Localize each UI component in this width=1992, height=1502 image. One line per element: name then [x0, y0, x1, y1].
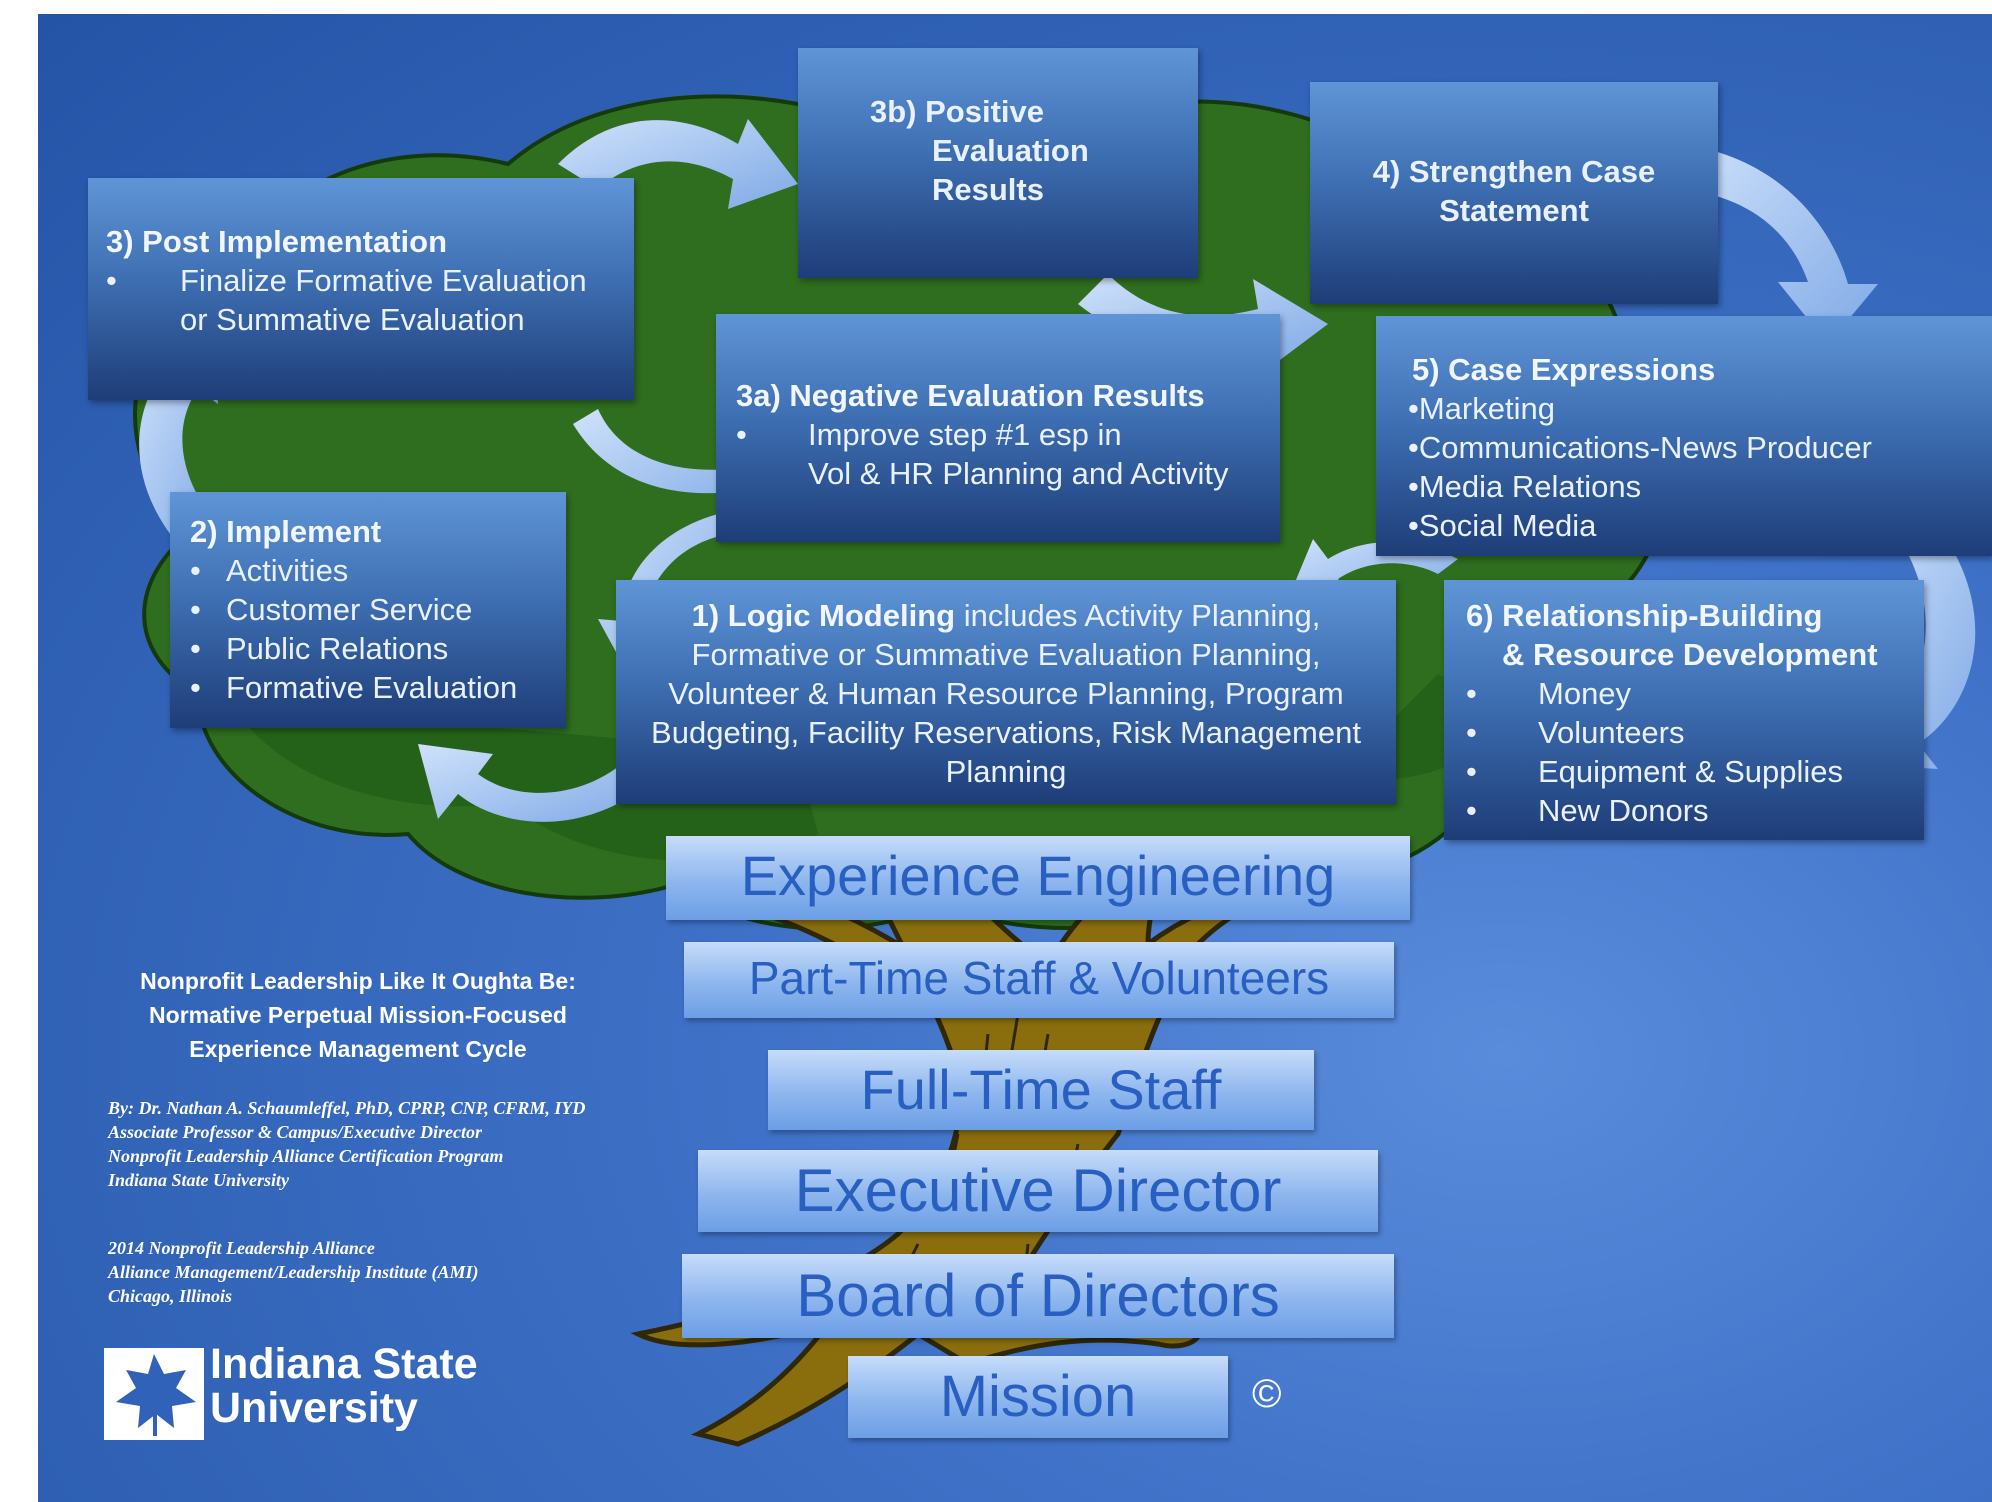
step-3a-title: 3a) Negative Evaluation Results: [736, 378, 1205, 413]
logo-line-2: University: [210, 1384, 418, 1432]
step-3-item-2: or Summative Evaluation: [180, 302, 525, 337]
diagram-title-line-3: Experience Management Cycle: [189, 1036, 527, 1062]
step-4-line-2: Statement: [1439, 193, 1589, 228]
step-6-item-2: Volunteers: [1538, 715, 1685, 750]
author-line-1: By: Dr. Nathan A. Schaumleffel, PhD, CPR…: [108, 1098, 586, 1118]
diagram-title-line-1: Nonprofit Leadership Like It Oughta Be:: [140, 968, 576, 994]
bullet: •: [190, 631, 201, 666]
event-line-3: Chicago, Illinois: [108, 1286, 233, 1306]
bullet: •: [1466, 754, 1477, 789]
event-credits: 2014 Nonprofit Leadership Alliance Allia…: [108, 1236, 479, 1308]
step-1-text: includes Activity Planning, Formative or…: [651, 598, 1361, 789]
logo-text: Indiana State University: [210, 1342, 478, 1430]
step-3-post-implementation: 3) Post Implementation • Finalize Format…: [88, 178, 634, 400]
step-6-relationship-building: 6) Relationship-Building & Resource Deve…: [1444, 580, 1924, 840]
bar-mission: Mission: [848, 1356, 1228, 1438]
step-5-item-3: •Media Relations: [1408, 469, 1642, 504]
step-2-item-4: Formative Evaluation: [226, 670, 518, 705]
bullet: •: [190, 592, 201, 627]
bar-full-time-staff: Full-Time Staff: [768, 1050, 1314, 1130]
step-5-item-1: •Marketing: [1408, 391, 1555, 426]
step-2-item-2: Customer Service: [226, 592, 473, 627]
step-6-title-2: & Resource Development: [1502, 637, 1878, 672]
bar-part-time-staff: Part-Time Staff & Volunteers: [684, 942, 1394, 1018]
arrow-3-to-3b: [558, 119, 798, 209]
bar-experience-engineering: Experience Engineering: [666, 836, 1410, 920]
step-5-item-2: •Communications-News Producer: [1408, 430, 1872, 465]
author-line-4: Indiana State University: [108, 1170, 290, 1190]
step-3-item-1: Finalize Formative Evaluation: [180, 263, 587, 298]
bullet: •: [190, 670, 201, 705]
step-3a-negative-results: 3a) Negative Evaluation Results • Improv…: [716, 314, 1280, 542]
step-2-title: 2) Implement: [190, 514, 382, 549]
logo-line-1: Indiana State: [210, 1340, 478, 1388]
step-3-title: 3) Post Implementation: [106, 224, 448, 259]
bullet: •: [1466, 715, 1477, 750]
author-line-3: Nonprofit Leadership Alliance Certificat…: [108, 1146, 504, 1166]
step-6-item-3: Equipment & Supplies: [1538, 754, 1844, 789]
step-1-title: 1) Logic Modeling: [691, 598, 956, 633]
bullet: •: [1466, 793, 1477, 828]
step-4-line-1: 4) Strengthen Case: [1372, 154, 1656, 189]
step-1-logic-modeling: 1) Logic Modeling includes Activity Plan…: [616, 580, 1396, 804]
author-credits: By: Dr. Nathan A. Schaumleffel, PhD, CPR…: [108, 1096, 585, 1192]
step-2-item-3: Public Relations: [226, 631, 449, 666]
copyright-mark: ©: [1252, 1372, 1282, 1416]
step-3b-line-2: Evaluation: [932, 133, 1089, 168]
event-line-2: Alliance Management/Leadership Institute…: [108, 1262, 479, 1282]
step-3b-line-3: Results: [932, 172, 1044, 207]
arrow-4-to-5: [1678, 144, 1878, 344]
step-5-title: 5) Case Expressions: [1412, 352, 1716, 387]
step-5-item-4: •Social Media: [1408, 508, 1597, 543]
step-4-strengthen-case: 4) Strengthen Case Statement: [1310, 82, 1718, 304]
step-3b-line-1: 3b) Positive: [870, 94, 1044, 129]
bullet: •: [1466, 676, 1477, 711]
step-2-item-1: Activities: [226, 553, 349, 588]
step-3a-item-2: Vol & HR Planning and Activity: [808, 456, 1229, 491]
step-6-item-4: New Donors: [1538, 793, 1709, 828]
step-3b-positive-results: 3b) Positive Evaluation Results: [798, 48, 1198, 278]
bullet: •: [736, 417, 747, 452]
diagram-title: Nonprofit Leadership Like It Oughta Be: …: [88, 964, 628, 1066]
bar-board-of-directors: Board of Directors: [682, 1254, 1394, 1338]
bullet: •: [190, 553, 201, 588]
step-6-item-1: Money: [1538, 676, 1632, 711]
slide: 3) Post Implementation • Finalize Format…: [38, 14, 1992, 1502]
step-3a-item-1: Improve step #1 esp in: [808, 417, 1122, 452]
sycamore-leaf-icon: [104, 1348, 204, 1440]
bar-executive-director: Executive Director: [698, 1150, 1378, 1232]
diagram-title-line-2: Normative Perpetual Mission-Focused: [149, 1002, 567, 1028]
indiana-state-logo: Indiana State University: [104, 1342, 514, 1442]
arrow-1-to-2: [418, 744, 658, 822]
bullet: •: [106, 263, 117, 298]
author-line-2: Associate Professor & Campus/Executive D…: [108, 1122, 482, 1142]
event-line-1: 2014 Nonprofit Leadership Alliance: [108, 1238, 375, 1258]
step-5-case-expressions: 5) Case Expressions •Marketing •Communic…: [1376, 316, 1992, 556]
step-6-title-1: 6) Relationship-Building: [1466, 598, 1823, 633]
step-2-implement: 2) Implement • Activities • Customer Servi…: [170, 492, 566, 728]
